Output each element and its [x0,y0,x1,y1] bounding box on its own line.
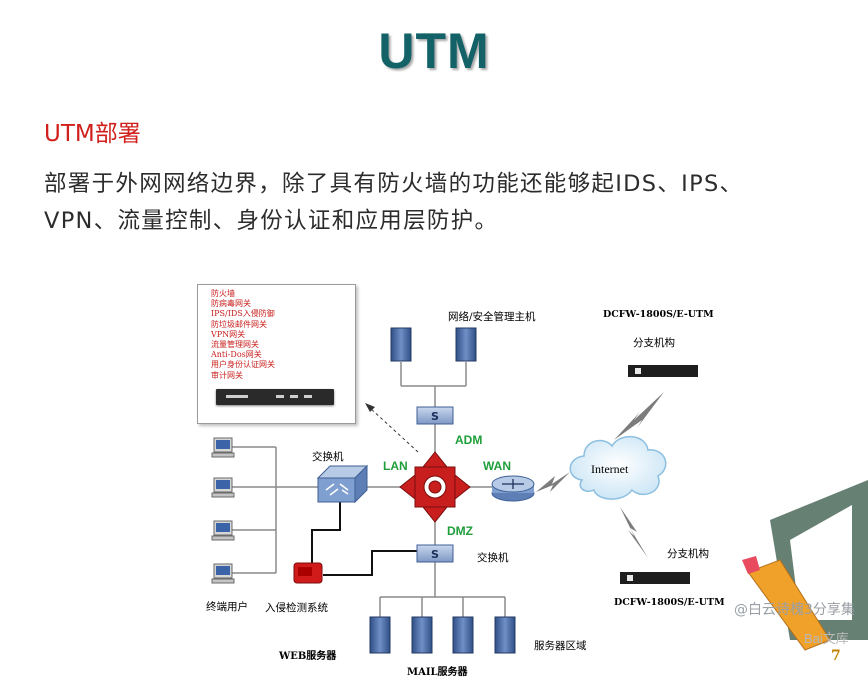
label-end-users: 终端用户 [206,601,248,613]
decorative-ruler-icon [742,480,868,651]
switch-adm-icon: S [416,406,454,425]
watermark-logo: Bai文库 [804,631,849,646]
slide-title: UTM [378,23,490,79]
label-adm: ADM [455,433,483,447]
svg-text:S: S [431,410,439,423]
switch-dmz-icon: S [416,544,454,563]
label-wan: WAN [483,459,511,473]
label-switch-lan: 交换机 [312,451,344,463]
label-mail-server: MAIL服务器 [407,667,468,678]
label-switch-dmz: 交换机 [477,552,509,564]
feature-item: 流量管理网关 [211,340,259,350]
router-icon [491,475,535,502]
label-internet: Internet [591,462,629,476]
feature-item: Anti-Dos网关 [211,350,262,360]
feature-callout-arrow [365,403,419,453]
feature-item: 防病毒网关 [211,299,251,309]
body-text-line-1: 部署于外网网络边界，除了具有防火墙的功能还能够起IDS、IPS、 [44,171,744,197]
label-branch-top: 分支机构 [633,337,675,349]
feature-item: VPN网关 [211,329,246,339]
feature-item: 用户身份认证网关 [211,360,275,370]
feature-item: 防火墙 [211,289,235,298]
lan-switch-icon [316,464,369,504]
label-lan: LAN [383,459,408,473]
branch-device-icon [620,365,698,584]
section-heading: UTM部署 [44,121,141,147]
svg-text:S: S [431,548,439,561]
internet-cloud-icon [569,436,667,500]
body-text-line-2: VPN、流量控制、身份认证和应用层防护。 [44,208,499,234]
label-server-zone: 服务器区域 [534,640,587,652]
label-branch-bottom: 分支机构 [667,548,709,560]
feature-list: 防火墙 防病毒网关 IPS/IDS入侵防御 防垃圾邮件网关 VPN网关 流量管理… [211,289,275,381]
utm-appliance-image [216,389,334,405]
feature-item: 防垃圾邮件网关 [211,319,267,329]
end-user-pc-icon [211,437,235,584]
feature-list-panel: 防火墙 防病毒网关 IPS/IDS入侵防御 防垃圾邮件网关 VPN网关 流量管理… [197,284,356,424]
wan-lightning-links [536,392,664,558]
label-ids: 入侵检测系统 [265,602,328,614]
feature-item: 审计网关 [211,370,243,380]
network-links [232,362,506,617]
label-mgmt-host: 网络/安全管理主机 [448,311,536,323]
feature-item: IPS/IDS入侵防御 [211,309,275,319]
label-dmz: DMZ [447,524,473,538]
utm-device-icon [399,451,471,523]
mgmt-host-icon [390,327,477,362]
label-dcfw-bottom: DCFW-1800S/E-UTM [614,597,725,608]
server-zone-icon [369,616,516,654]
ids-device-icon [293,562,323,584]
watermark-text: @白云诗槐3分享集 [734,602,855,618]
page-number: 7 [831,648,841,664]
label-web-server: WEB服务器 [279,651,337,662]
ids-links [311,502,421,576]
label-dcfw-top: DCFW-1800S/E-UTM [603,309,714,320]
